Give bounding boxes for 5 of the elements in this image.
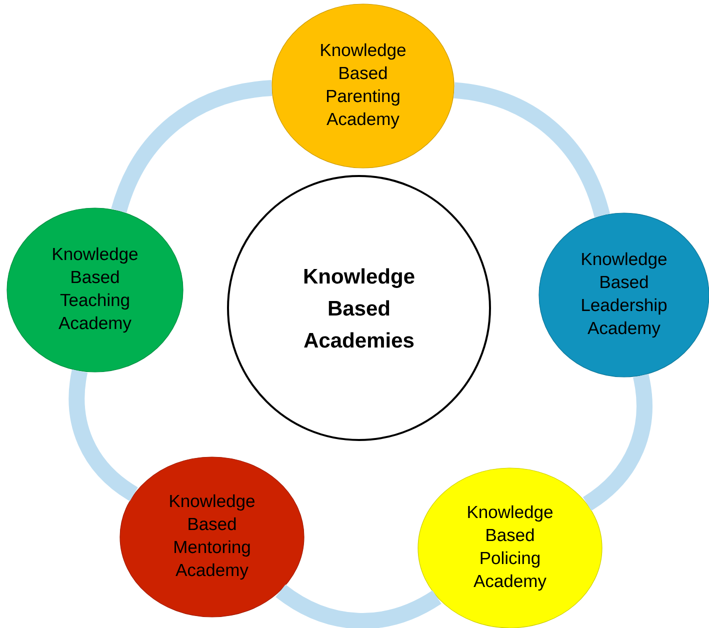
ring-segment — [582, 374, 652, 511]
ring-segment — [111, 80, 272, 214]
ring-segment — [453, 82, 610, 218]
ring-segment — [68, 370, 138, 501]
ring-segment — [276, 584, 442, 628]
